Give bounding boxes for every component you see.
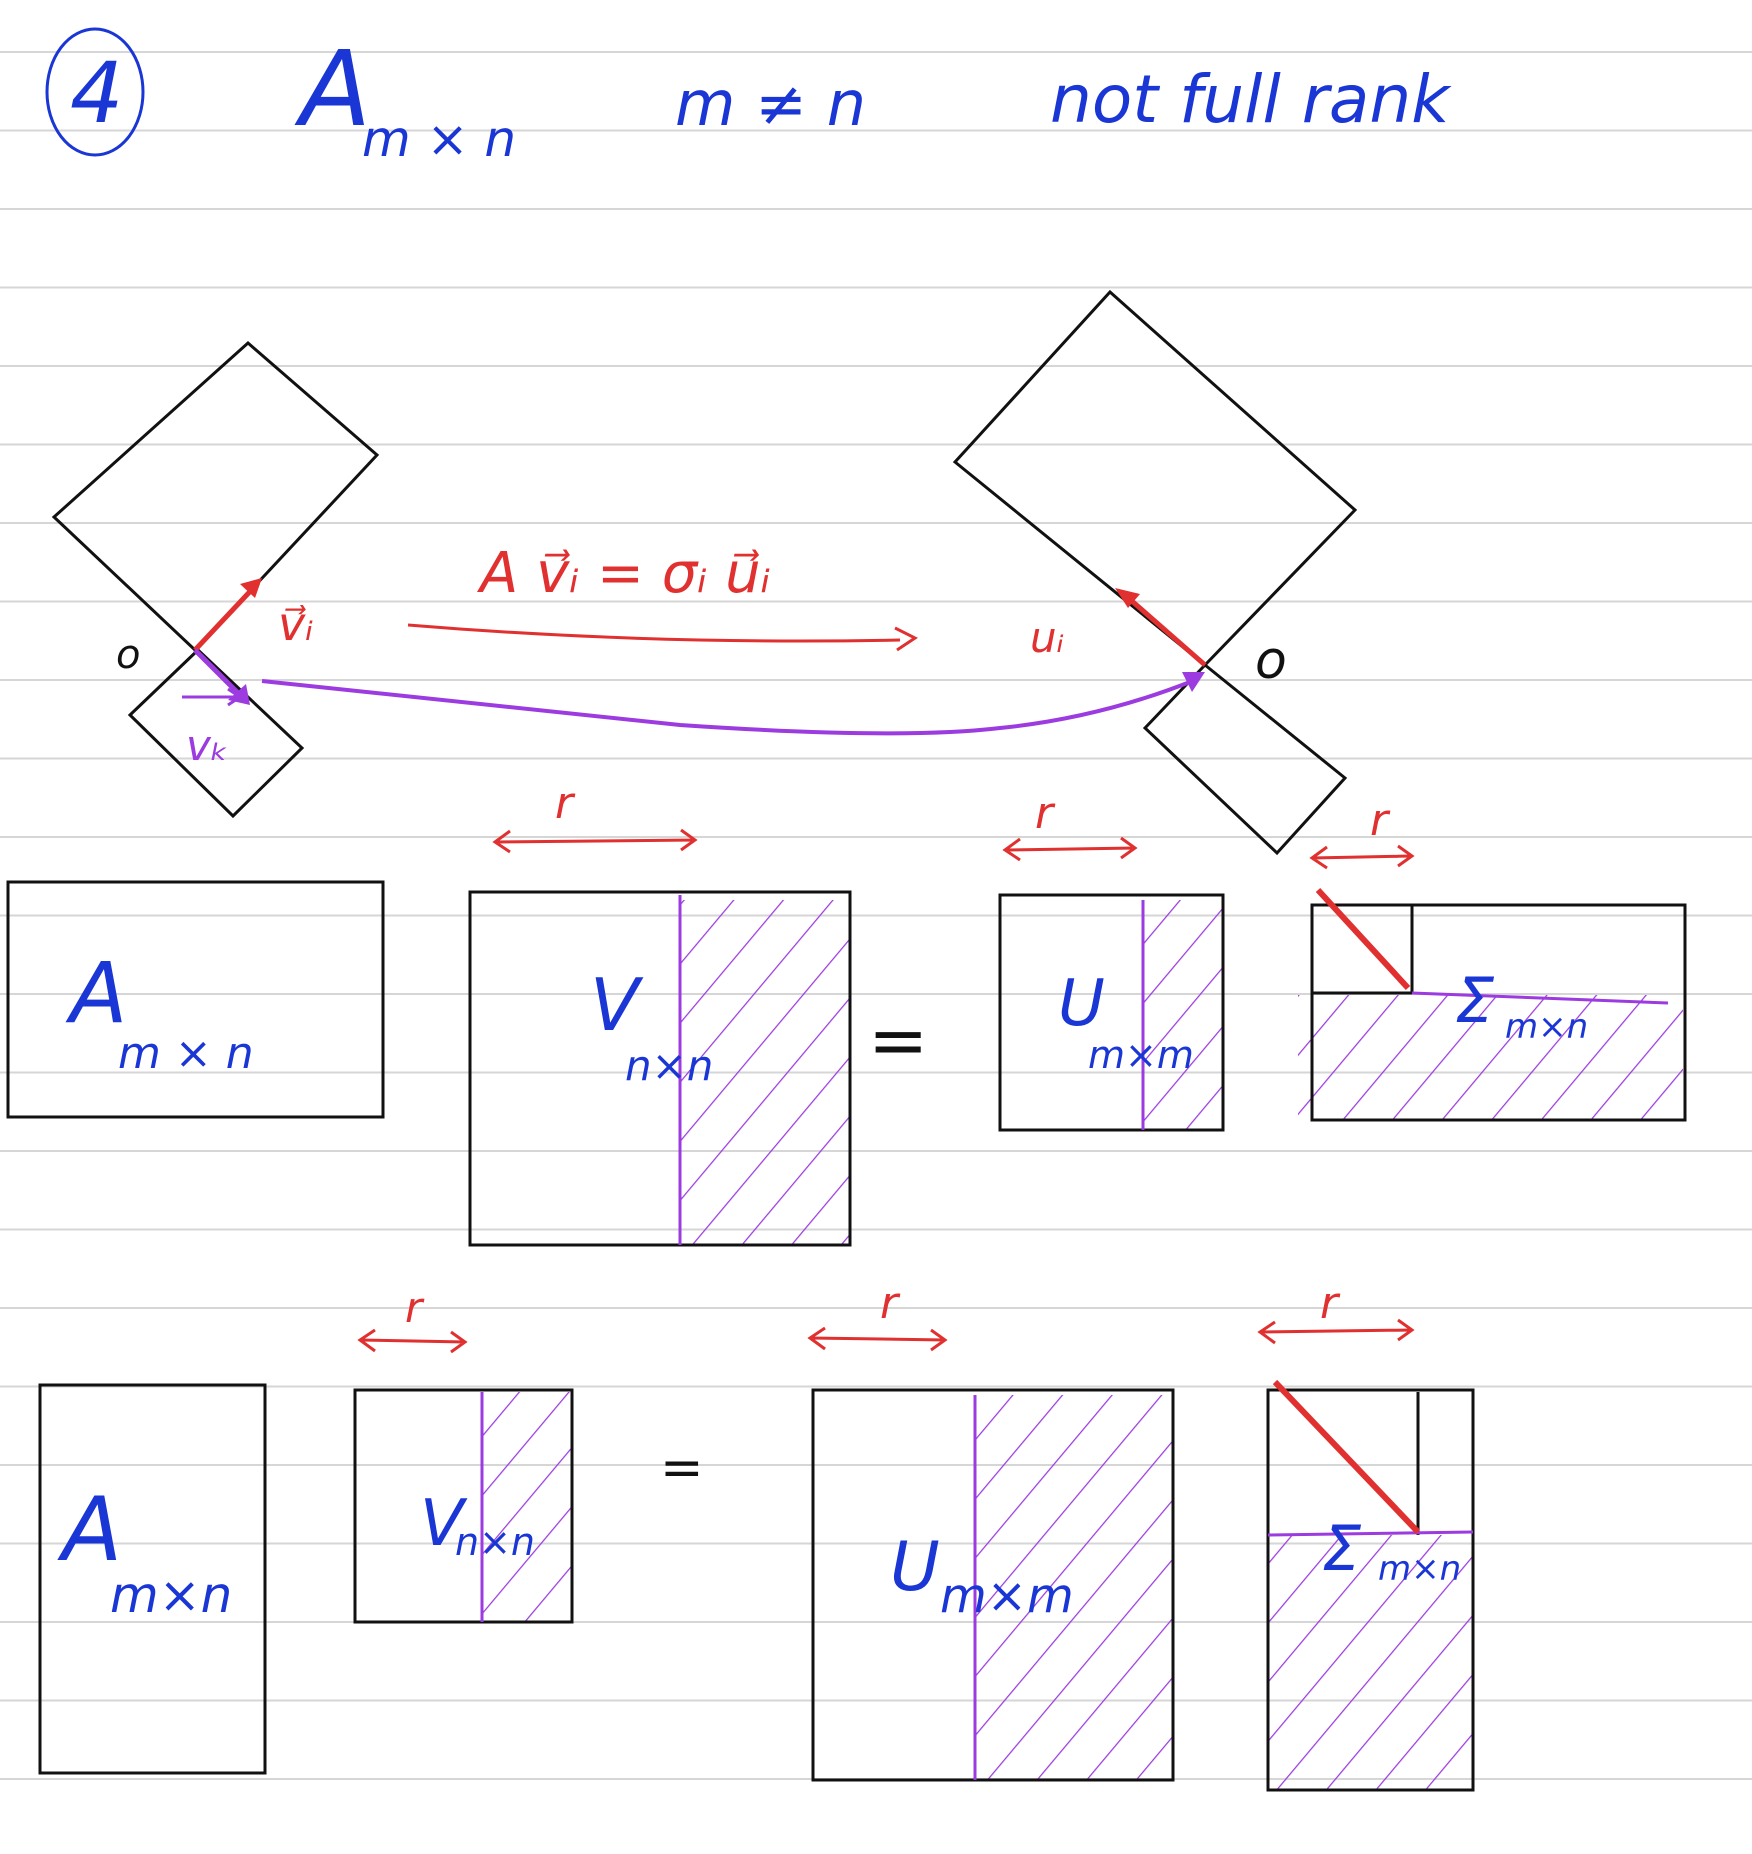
row2-v-label: V	[420, 1487, 468, 1561]
row1-equals: =	[868, 998, 928, 1082]
row1-u-box	[998, 893, 1225, 1132]
row2-v-hatch	[482, 1392, 572, 1622]
row1-s-box	[1310, 903, 1687, 1122]
row2-equals: =	[660, 1438, 704, 1498]
mapping-arrow-purple	[261, 678, 1196, 736]
vk-arrow	[193, 648, 247, 702]
row1-a-label: A	[65, 944, 127, 1042]
right-codomain-shapes	[952, 289, 1358, 856]
row2-r-v: r	[405, 1283, 425, 1332]
mapping-arrow-purple-head	[1182, 672, 1205, 692]
row2-u-hatch	[975, 1395, 1173, 1780]
row1-r-u: r	[1035, 788, 1056, 839]
number-circle	[45, 27, 145, 157]
row2-a-sub: m×n	[110, 1566, 232, 1624]
mapping-equation: A v⃗ᵢ = σᵢ u⃗ᵢ	[477, 541, 771, 606]
row2-s-label: Σ	[1322, 1512, 1362, 1585]
row1-v-sub: n×n	[625, 1041, 713, 1090]
row1-r-s-arrow	[1309, 844, 1415, 870]
row2-r-s: r	[1320, 1278, 1341, 1329]
row1-s-sub: m×n	[1505, 1007, 1588, 1047]
mapping-arrow-red	[407, 623, 918, 652]
row1-r-u-arrow	[1002, 836, 1138, 862]
row1: A m × n r V n×n = r U m×m r Σ m×n	[6, 778, 1687, 1247]
row2-r-u-arrow	[807, 1326, 948, 1352]
vi-arrow	[193, 581, 260, 652]
row1-r-s: r	[1370, 795, 1391, 846]
row1-a-box	[6, 880, 385, 1119]
left-small-square	[127, 647, 305, 819]
row1-v-hatch	[680, 900, 850, 1245]
row1-r-v-arrow	[492, 828, 698, 854]
row2-u-label: U	[890, 1528, 940, 1607]
row2-s-diagonal	[1272, 1379, 1421, 1535]
notebook-rules	[0, 51, 1752, 1780]
vi-label: v⃗ᵢ	[278, 597, 313, 651]
vk-small-arrow	[182, 687, 243, 707]
row2-u-box	[811, 1388, 1175, 1782]
row1-u-sub: m×m	[1088, 1033, 1194, 1077]
right-large-square	[952, 289, 1358, 668]
row2-r-s-arrow	[1257, 1318, 1415, 1345]
row2-r-v-arrow	[357, 1328, 468, 1354]
row2-r-u: r	[880, 1278, 901, 1329]
row2-s-box	[1266, 1388, 1475, 1792]
row1-v-label: V	[590, 963, 644, 1047]
header-matrix-sub: m × n	[362, 110, 516, 168]
header-condition: m ≠ n	[675, 67, 866, 140]
origin-right-label: o	[1255, 631, 1287, 691]
row2-s-sub: m×n	[1378, 1549, 1461, 1589]
origin-left-label: o	[116, 632, 140, 678]
row1-a-sub: m × n	[118, 1028, 254, 1079]
header-note: not full rank	[1050, 61, 1452, 138]
row1-r-v: r	[555, 778, 576, 829]
row1-s-label: Σ	[1455, 964, 1495, 1037]
row2-s-hatch	[1268, 1535, 1473, 1790]
row2-u-sub: m×m	[940, 1568, 1074, 1624]
header-number: 4	[70, 44, 123, 142]
row1-u-label: U	[1058, 967, 1105, 1041]
row2: A m×n r V n×n = r U m×m r Σ m×n	[38, 1278, 1475, 1792]
ui-label: uᵢ	[1030, 613, 1064, 662]
header: 4 A m × n m ≠ n not full rank	[45, 27, 1452, 168]
row1-u-hatch	[1143, 900, 1223, 1130]
row1-s-hatch	[1298, 995, 1683, 1120]
row2-a-box	[38, 1383, 267, 1775]
row1-s-rank-purple	[1411, 991, 1669, 1005]
left-large-square	[51, 340, 380, 653]
left-domain-shapes	[51, 340, 380, 819]
row2-a-label: A	[57, 1478, 122, 1581]
row1-v-box	[468, 890, 852, 1247]
vk-label: vₖ	[186, 721, 229, 770]
row2-s-rank-purple	[1267, 1530, 1474, 1537]
vi-arrow-head	[240, 578, 262, 598]
ui-arrow	[1123, 593, 1207, 667]
ui-arrow-head	[1115, 588, 1140, 608]
row2-v-box	[353, 1388, 574, 1624]
header-matrix: A	[294, 28, 371, 150]
row1-s-diagonal	[1315, 887, 1411, 991]
row2-v-sub: n×n	[455, 1520, 535, 1564]
